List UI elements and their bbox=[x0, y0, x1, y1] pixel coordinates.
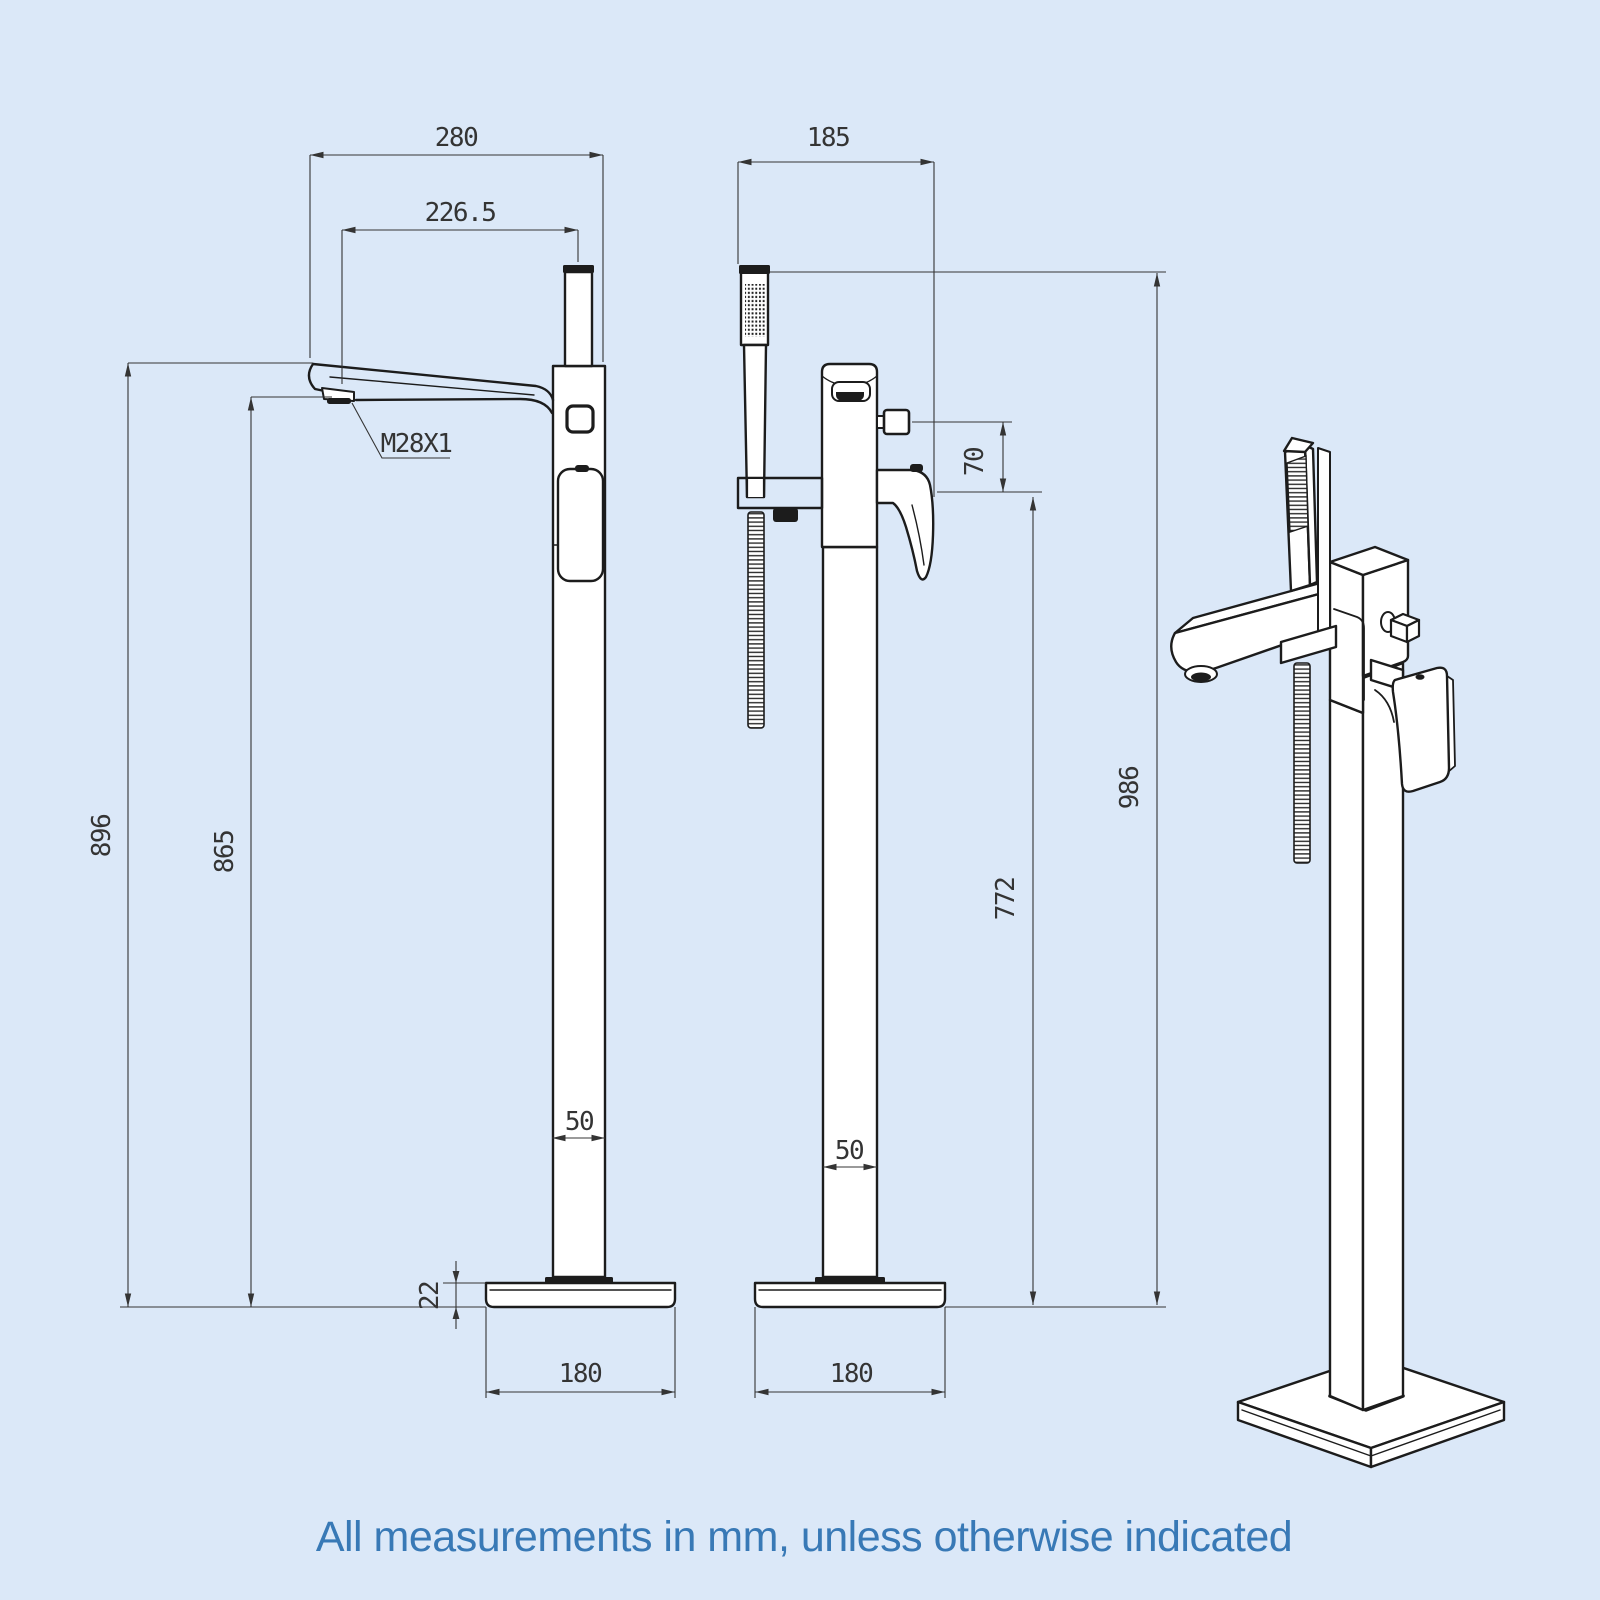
side-dimensions: 185 70 772 986 50 180 bbox=[737, 123, 1166, 1398]
side-spray-face bbox=[745, 284, 765, 337]
perspective-column bbox=[1328, 698, 1365, 1412]
dim-depth: 185 bbox=[807, 123, 849, 153]
perspective-lever-handle bbox=[1369, 658, 1456, 793]
perspective-spray-face bbox=[1286, 455, 1309, 533]
side-handshower-handle bbox=[742, 343, 768, 499]
front-diverter-knob bbox=[565, 404, 595, 434]
dim-overall-height-side: 986 bbox=[1115, 767, 1145, 809]
dim-diverter-drop: 70 bbox=[960, 448, 990, 476]
dim-thread-label: M28X1 bbox=[381, 429, 452, 459]
front-handshower-post bbox=[563, 270, 594, 368]
perspective-diverter-knob bbox=[1380, 611, 1421, 644]
dim-outlet-reach: 226.5 bbox=[425, 198, 496, 228]
side-lever-handle bbox=[875, 464, 935, 581]
perspective-holder-post bbox=[1317, 447, 1331, 641]
perspective-aerator bbox=[1191, 672, 1211, 682]
measurement-note: All measurements in mm, unless otherwise… bbox=[316, 1513, 1292, 1561]
side-bracket bbox=[736, 476, 824, 510]
dim-spout-reach: 280 bbox=[435, 123, 477, 153]
side-diverter-knob bbox=[882, 408, 911, 436]
side-body bbox=[820, 362, 879, 549]
perspective-handshower bbox=[1282, 436, 1319, 593]
front-lever-handle bbox=[556, 467, 605, 583]
dim-column-width-front: 50 bbox=[565, 1107, 593, 1137]
side-view: 185 70 772 986 50 180 bbox=[736, 123, 1166, 1398]
perspective-hose bbox=[1293, 662, 1311, 864]
side-base bbox=[753, 1281, 947, 1309]
front-handshower-cap bbox=[563, 265, 594, 273]
side-handshower bbox=[739, 265, 770, 499]
dim-base-width-side: 180 bbox=[830, 1359, 872, 1389]
perspective-view bbox=[1170, 436, 1506, 1469]
dim-base-width-front: 180 bbox=[559, 1359, 601, 1389]
side-hose-outlet bbox=[773, 508, 798, 522]
front-aerator bbox=[327, 398, 351, 404]
side-hose bbox=[747, 511, 765, 729]
dim-handle-drop: 772 bbox=[991, 878, 1021, 920]
dim-overall-height-front: 896 bbox=[87, 815, 117, 857]
perspective-body bbox=[1328, 545, 1410, 715]
front-base bbox=[484, 1281, 677, 1309]
side-column bbox=[821, 545, 879, 1279]
perspective-bracket bbox=[1279, 624, 1338, 665]
dim-column-width-side: 50 bbox=[835, 1136, 863, 1166]
front-view: 280 226.5 896 865 M28X1 50 22 180 bbox=[87, 123, 677, 1398]
front-spout bbox=[307, 362, 555, 415]
front-dimensions: 280 226.5 896 865 M28X1 50 22 180 bbox=[87, 123, 676, 1398]
dim-outlet-height: 865 bbox=[210, 831, 240, 873]
side-handle-pin bbox=[910, 464, 923, 472]
front-handle-pin bbox=[575, 465, 589, 472]
dim-base-thickness: 22 bbox=[415, 1282, 445, 1310]
